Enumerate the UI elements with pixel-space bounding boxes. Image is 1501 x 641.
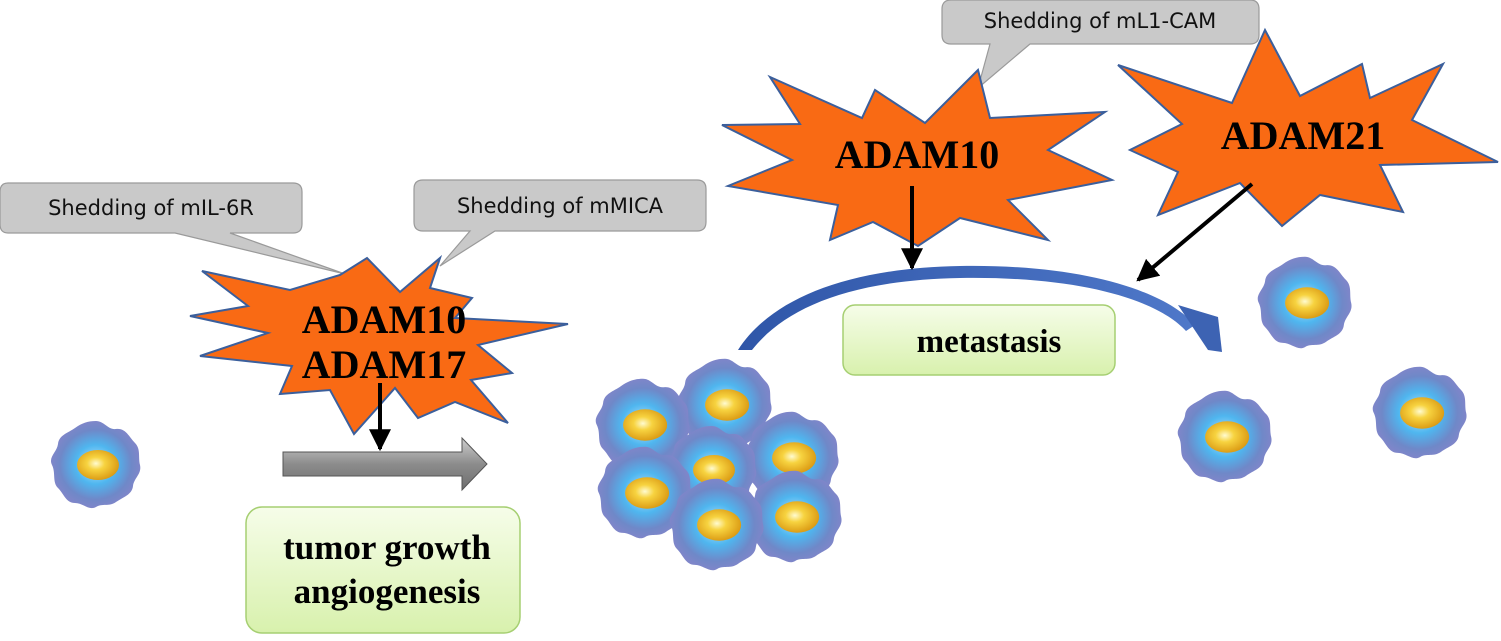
growth-block-arrow <box>282 436 488 492</box>
metastasis-curve-arrow <box>738 265 1222 352</box>
star-left-line1: ADAM10 <box>302 297 466 342</box>
tumor-box-line1: tumor growth <box>283 528 491 567</box>
tumor-cell-icon <box>50 421 141 509</box>
tumor-box-line2: angiogenesis <box>294 572 481 611</box>
callout-il6r: Shedding of mIL-6R <box>0 182 346 275</box>
callout-l1cam-text: Shedding of mL1-CAM <box>984 9 1217 33</box>
tumor-cluster-icon <box>595 358 842 571</box>
callout-mica: Shedding of mMICA <box>413 179 707 267</box>
callout-l1cam: Shedding of mL1-CAM <box>941 0 1260 90</box>
star-left-line2: ADAM17 <box>302 342 466 387</box>
metastasis-box: metastasis <box>842 304 1116 376</box>
tumor-cell-icon <box>1257 256 1352 349</box>
star-adam21: ADAM21 <box>1117 27 1499 228</box>
star-adam10-adam17: ADAM10 ADAM17 <box>189 254 569 436</box>
tumor-cell-icon <box>1372 366 1467 459</box>
tumor-growth-box: tumor growth angiogenesis <box>245 506 521 634</box>
callout-il6r-text: Shedding of mIL-6R <box>48 196 254 220</box>
metastasis-box-text: metastasis <box>917 324 1062 360</box>
arrow-adam21-to-curve <box>1136 182 1254 282</box>
callout-mica-text: Shedding of mMICA <box>457 194 664 218</box>
star-center-label: ADAM10 <box>835 132 999 177</box>
star-right-label: ADAM21 <box>1221 113 1385 158</box>
tumor-cell-icon <box>1177 390 1272 483</box>
star-adam10-center: ADAM10 <box>721 68 1116 248</box>
